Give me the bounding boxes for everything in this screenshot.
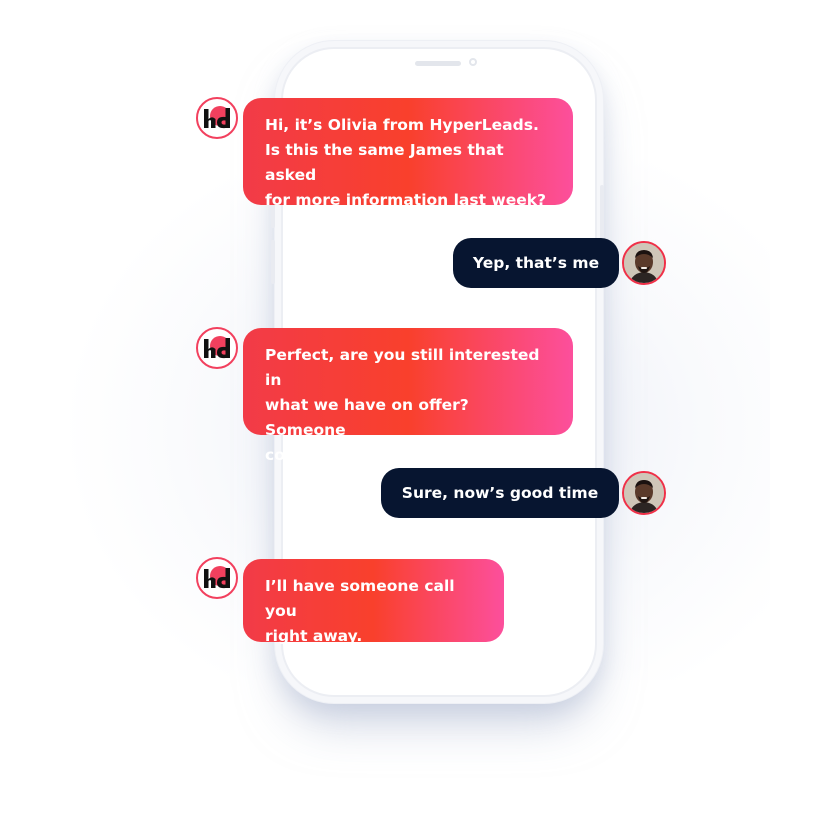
user-avatar — [622, 241, 666, 285]
user-photo-icon — [624, 473, 664, 513]
agent-message-bubble: I’ll have someone call you right away. — [243, 559, 504, 645]
user-avatar — [622, 471, 666, 515]
phone-side-button — [600, 185, 604, 245]
agent-avatar — [196, 557, 238, 599]
phone-side-button — [271, 240, 275, 284]
hd-logo-icon — [204, 106, 230, 129]
agent-avatar — [196, 97, 238, 139]
phone-camera-icon — [469, 58, 477, 66]
agent-message-bubble: Perfect, are you still interested in wha… — [243, 328, 573, 464]
hd-logo-icon — [204, 566, 230, 589]
phone-side-button — [271, 200, 275, 228]
user-message-bubble: Yep, that’s me — [453, 238, 619, 288]
user-photo-icon — [624, 243, 664, 283]
phone-speaker — [415, 61, 461, 66]
hd-logo-icon — [204, 336, 230, 359]
user-message-bubble: Sure, now’s good time — [381, 468, 619, 518]
agent-avatar — [196, 327, 238, 369]
agent-message-bubble: Hi, it’s Olivia from HyperLeads. Is this… — [243, 98, 573, 209]
